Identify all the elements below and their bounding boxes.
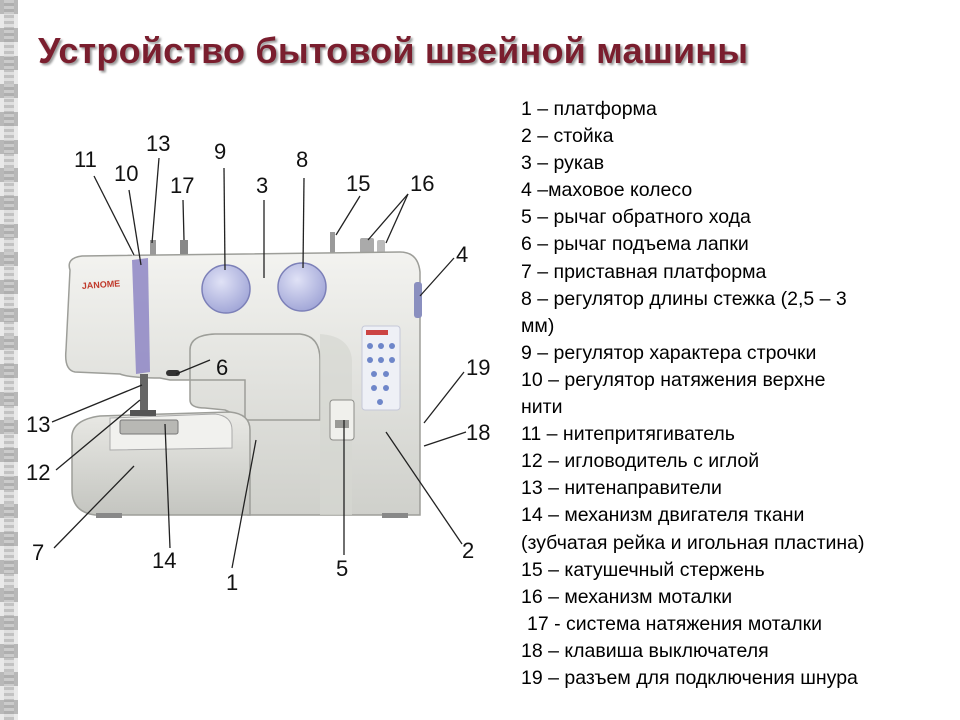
legend-item: 13 – нитенаправители xyxy=(521,477,722,500)
callout-number: 16 xyxy=(410,171,434,196)
callout-number: 13 xyxy=(146,131,170,156)
needle-plate xyxy=(119,419,179,435)
presser-foot xyxy=(130,410,156,416)
legend-item: 11 – нитепритягиватель xyxy=(521,423,735,446)
brand-logo-text: JANOME xyxy=(81,278,120,291)
callout-number: 7 xyxy=(32,540,44,565)
callout-number: 1 xyxy=(226,570,238,595)
legend-item: 14 – механизм двигателя ткани xyxy=(521,504,805,527)
legend-item: 4 –маховое колесо xyxy=(521,179,693,202)
reverse-lever-slot xyxy=(335,420,349,428)
legend-item: 6 – рычаг подъема лапки xyxy=(521,233,749,256)
legend-item: 18 – клавиша выключателя xyxy=(521,639,769,662)
page-title: Устройство бытовой швейной машины xyxy=(38,30,749,71)
stitch-length-dial xyxy=(277,262,327,312)
bobbin-tension xyxy=(180,240,188,254)
handwheel xyxy=(414,282,422,318)
front-accent-stripe xyxy=(132,258,150,374)
legend-list: 1 – платформа 2 – стойка 3 – рукав 4 –махов… xyxy=(521,96,941,692)
legend-item: 3 – рукав xyxy=(521,152,605,175)
callout-number: 19 xyxy=(466,355,490,380)
legend-item: 1 – платформа xyxy=(521,98,657,120)
callout-number: 2 xyxy=(462,538,474,563)
legend-item: (зубчатая рейка и игольная пластина) xyxy=(521,531,865,554)
callout-number: 10 xyxy=(114,161,138,186)
legend-item: мм) xyxy=(521,314,555,337)
callout-number: 14 xyxy=(152,548,176,573)
callout-number: 8 xyxy=(296,147,308,172)
stitch-chart-panel xyxy=(361,325,401,411)
callout-number: 5 xyxy=(336,556,348,581)
presser-lever xyxy=(166,370,180,376)
callout-number: 6 xyxy=(216,355,228,380)
legend-item: 2 – стойка xyxy=(521,125,614,148)
callout-number: 13 xyxy=(26,412,50,437)
legend-item: 8 – регулятор длины стежка (2,5 – 3 xyxy=(521,287,847,310)
legend-item: 17 - система натяжения моталки xyxy=(527,612,823,635)
sewing-machine-diagram: JANOME xyxy=(26,131,490,595)
left-decorative-stripe xyxy=(0,0,18,720)
legend-item: 19 – разъем для подключения шнура xyxy=(521,666,858,689)
legend-item: нити xyxy=(521,396,563,419)
callout-number: 18 xyxy=(466,420,490,445)
legend-item: 9 – регулятор характера строчки xyxy=(521,341,817,364)
callout-number: 12 xyxy=(26,460,50,485)
legend-item: 5 – рычаг обратного хода xyxy=(521,206,751,229)
legend-item: 16 – механизм моталки xyxy=(521,585,733,608)
legend-item: 7 – приставная платформа xyxy=(521,260,767,283)
leader-lines xyxy=(51,157,467,569)
callout-number: 4 xyxy=(456,242,468,267)
callout-number: 3 xyxy=(256,173,268,198)
callout-number: 17 xyxy=(170,173,194,198)
callout-number: 9 xyxy=(214,139,226,164)
needle-bar xyxy=(140,374,148,414)
callout-number: 15 xyxy=(346,171,370,196)
stitch-pattern-dial xyxy=(201,264,251,314)
legend-item: 12 – игловодитель с иглой xyxy=(521,450,760,473)
legend-item: 15 – катушечный стержень xyxy=(521,558,765,581)
machine-foot-right xyxy=(382,513,408,518)
legend-item: 10 – регулятор натяжения верхне xyxy=(521,368,826,391)
spool-pin xyxy=(330,232,335,254)
machine-foot-left xyxy=(96,513,122,518)
callout-number: 11 xyxy=(74,147,97,172)
thread-guide-top xyxy=(150,240,156,256)
